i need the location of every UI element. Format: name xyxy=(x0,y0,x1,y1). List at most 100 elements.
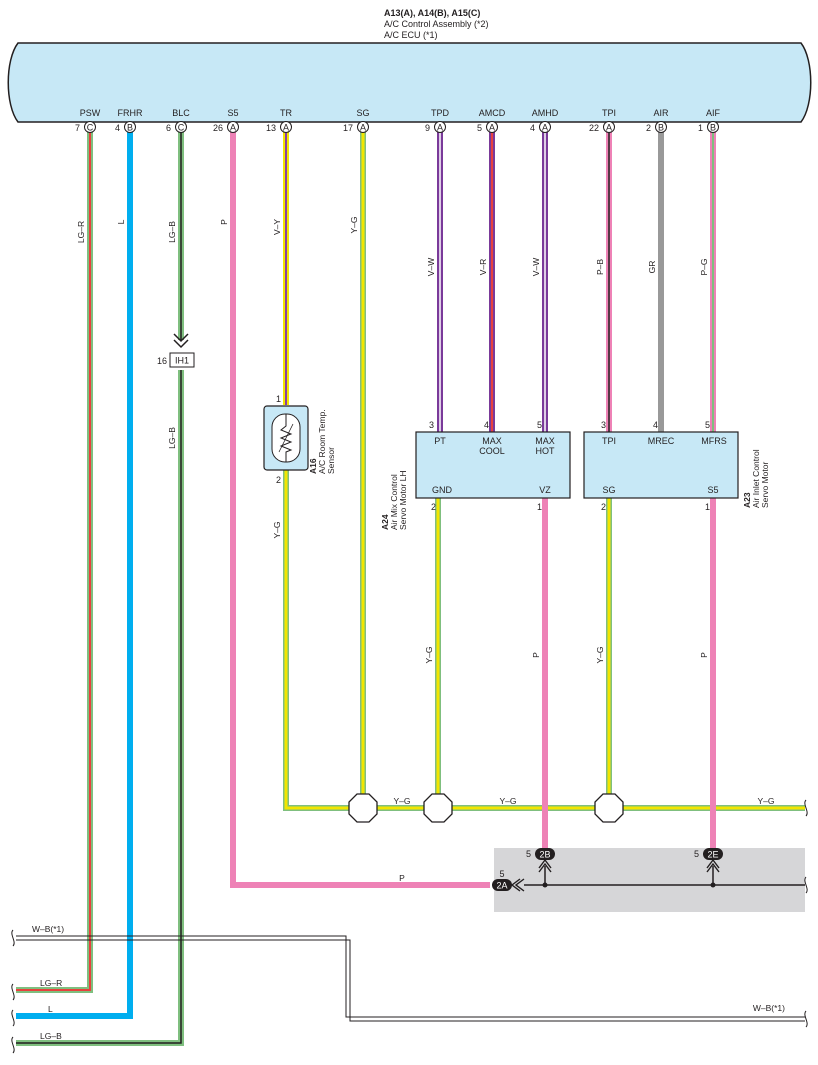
signal-blc: BLC xyxy=(172,108,190,118)
c2b-pin: 5 xyxy=(526,849,531,859)
wire-label-tr: V–Y xyxy=(272,219,282,235)
connector-2a: 5 2A xyxy=(492,869,525,892)
wire-label-tpd: V–W xyxy=(426,258,436,276)
wire-label-psw: LG–R xyxy=(76,221,86,243)
a23-name-line-1: Air Inlet Control xyxy=(751,449,761,508)
wire-lg-b xyxy=(16,132,184,1046)
signal-sg: SG xyxy=(356,108,369,118)
a16-pin-2: 2 xyxy=(276,475,281,485)
pin-connector: A xyxy=(230,123,236,133)
wire-label-frhr: L xyxy=(116,219,126,224)
a24-label-gnd: GND xyxy=(432,485,453,495)
splice-point-a24 xyxy=(423,793,453,823)
a23-label-sg: SG xyxy=(602,485,615,495)
sensor-a16: 1 2 xyxy=(263,394,309,485)
ecu-pin-air: 2 B xyxy=(646,121,667,133)
a23-code: A23 xyxy=(742,492,752,508)
bus-label-2: Y–G xyxy=(499,796,516,806)
ih1-pin: 16 xyxy=(157,356,167,366)
label-lg-r-bottom: LG–R xyxy=(40,978,62,988)
wire-l xyxy=(16,132,133,1019)
wire-lg-r xyxy=(16,132,93,993)
wire-y-g-bus xyxy=(283,470,805,811)
a24-label-max-cool-1: MAX xyxy=(482,436,502,446)
ecu-box xyxy=(7,42,812,123)
ecu-pin-tpi: 22 A xyxy=(589,121,615,133)
splice-point-a23 xyxy=(594,793,624,823)
a16-name-line-2: Sensor xyxy=(326,447,336,474)
signal-s5: S5 xyxy=(227,108,238,118)
bus-label-3: Y–G xyxy=(757,796,774,806)
motor-a23: 3 4 5 TPI MREC MFRS SG S5 2 1 xyxy=(583,420,739,512)
label-l-bottom: L xyxy=(48,1004,53,1014)
wire-label-a23-sg: Y–G xyxy=(595,646,605,663)
a24-label-vz: VZ xyxy=(539,485,551,495)
pin-connector: A xyxy=(542,123,548,133)
a23-label-s5: S5 xyxy=(707,485,718,495)
connector-2b: 5 2B xyxy=(526,848,555,873)
wire-label-aif: P–G xyxy=(699,258,709,275)
signal-aif: AIF xyxy=(706,108,721,118)
ecu-pin-aif: 1 B xyxy=(698,121,719,133)
pin-number: 13 xyxy=(266,123,276,133)
pin-connector: B xyxy=(658,123,664,133)
thermistor-icon xyxy=(279,414,293,462)
pin-number: 26 xyxy=(213,123,223,133)
pin-number: 22 xyxy=(589,123,599,133)
pin-connector: A xyxy=(360,123,366,133)
ecu-pin-amhd: 4 A xyxy=(530,121,551,133)
wire-label-tpi: P–B xyxy=(595,259,605,275)
a23-pin-1: 1 xyxy=(705,502,710,512)
wire-break-marks xyxy=(11,799,808,1054)
bus-label-1: Y–G xyxy=(393,796,410,806)
pin-connector: B xyxy=(127,123,133,133)
wire-label-a24-vz: P xyxy=(531,652,541,658)
a24-label-max-cool-2: COOL xyxy=(479,446,505,456)
ecu-connector-title: A13(A), A14(B), A15(C) xyxy=(384,8,480,18)
ecu-pin-blc: 6 C xyxy=(166,121,187,133)
pin-number: 4 xyxy=(530,123,535,133)
signal-tpi: TPI xyxy=(602,108,616,118)
a24-label-max-hot-2: HOT xyxy=(536,446,556,456)
pin-number: 6 xyxy=(166,123,171,133)
pin-number: 4 xyxy=(115,123,120,133)
c2b-label: 2B xyxy=(539,850,550,860)
a24-name-line-2: Servo Motor LH xyxy=(398,470,408,530)
ecu-name-line-1: A/C Control Assembly (*2) xyxy=(384,19,489,29)
signal-psw: PSW xyxy=(80,108,101,118)
a24-code: A24 xyxy=(380,514,390,530)
a24-pin-2: 2 xyxy=(431,502,436,512)
a23-pin-3: 3 xyxy=(601,420,606,430)
ecu-pin-amcd: 5 A xyxy=(477,121,498,133)
wire-label-ih1-below: LG–B xyxy=(167,427,177,449)
c2a-pin: 5 xyxy=(499,869,504,879)
pin-connector: A xyxy=(283,123,289,133)
ih1-label: IH1 xyxy=(175,356,189,366)
signal-tr: TR xyxy=(280,108,292,118)
a23-pin-4: 4 xyxy=(653,420,658,430)
pin-number: 17 xyxy=(343,123,353,133)
pin-number: 1 xyxy=(698,123,703,133)
label-w-b-left: W–B(*1) xyxy=(32,924,64,934)
ecu-pin-sg: 17 A xyxy=(343,121,369,133)
wire-label-a24-gnd: Y–G xyxy=(424,646,434,663)
wire-label-air: GR xyxy=(647,261,657,274)
ecu-pin-tpd: 9 A xyxy=(425,121,446,133)
pin-connector: C xyxy=(87,123,94,133)
motor-a24: 3 4 5 PT MAX COOL MAX HOT GND VZ 2 1 xyxy=(415,420,571,512)
pin-number: 5 xyxy=(477,123,482,133)
wire-label-s5: P xyxy=(219,219,229,225)
a16-pin-1: 1 xyxy=(276,394,281,404)
junction-connector-ih1: 16 IH1 xyxy=(157,333,195,368)
c2a-label: 2A xyxy=(496,881,507,891)
signal-amcd: AMCD xyxy=(479,108,506,118)
wire-label-a23-s5: P xyxy=(699,652,709,658)
signal-air: AIR xyxy=(653,108,669,118)
a24-name-line-1: Air Mix Control xyxy=(389,474,399,530)
wire-label-p-horizontal: P xyxy=(399,873,405,883)
wire-label-blc: LG–B xyxy=(167,221,177,243)
a23-label-tpi: TPI xyxy=(602,436,616,446)
label-w-b-right: W–B(*1) xyxy=(753,1003,785,1013)
